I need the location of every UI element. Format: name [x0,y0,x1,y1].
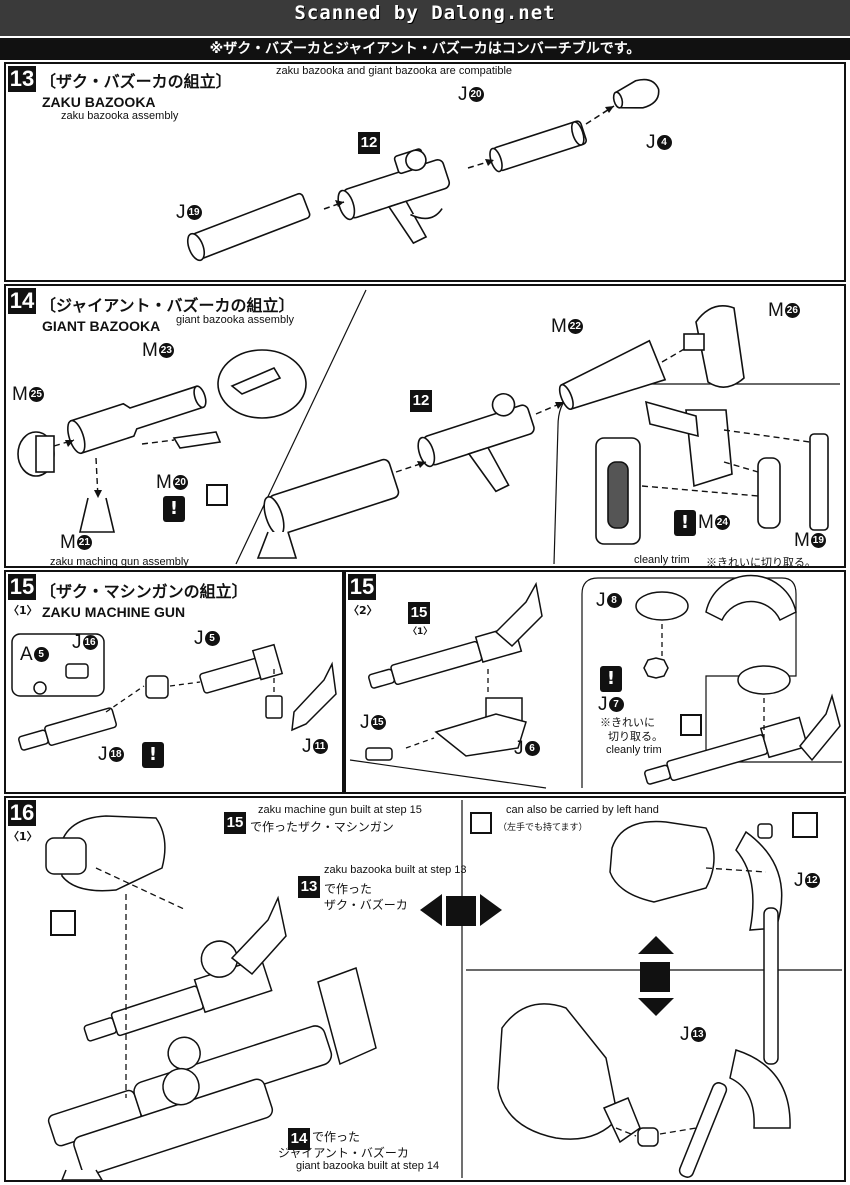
ref-step-13: 13 [298,876,320,898]
step-15-1-illustration [11,633,337,751]
swap-icon [446,896,476,926]
step-16-number: 16 [8,800,36,826]
left-hand-jp: （左手でも持てます） [498,822,588,832]
scan-header: Scanned by Dalong.net [0,0,850,36]
ref-14-jp-1: で作った [312,1130,361,1144]
trim-note-jp: ※きれいに切り取る。 [706,557,816,569]
step-15-2-illustration [349,574,842,789]
warning-icon: ! [600,666,622,692]
step-15-1-number: 15 [8,574,36,600]
step-16-section: 16 〈1〉 15 で作ったザク・マシンガン zaku machine gun … [4,796,846,1182]
step-16-substep: 〈1〉 [8,830,38,843]
step-14-illustration [17,289,840,565]
step-13-compat-annotation: zaku bazooka and giant bazooka are compa… [276,65,513,77]
nipper-icon [206,484,228,506]
step-13-assembly-annotation: zaku bazooka assembly [61,110,179,122]
step-13-illustration [186,78,660,262]
step-13-title-jp: 〔ザク・バズーカの組立〕 [40,72,232,91]
left-hand-icon [470,812,492,834]
step-14-section: 14 〔ジャイアント・バズーカの組立〕 GIANT BAZOOKA giant … [4,284,846,569]
subassembly-ref-sub: 〈1〉 [408,627,433,637]
swap-icon-vertical [640,962,670,992]
step-15-2-substep: 〈2〉 [348,604,378,617]
subassembly-ref-12: 12 [410,390,432,412]
step-13-number: 13 [8,66,36,92]
scan-credit: Scanned by Dalong.net [294,2,556,24]
step-15-1-substep: 〈1〉 [8,604,38,617]
step-15-1-title-jp: 〔ザク・マシンガンの組立〕 [40,582,248,601]
ref-13-en: zaku bazooka built at step 13 [324,864,467,876]
ref-step-15: 15 [224,812,246,834]
trim-annotation: cleanly trim [634,554,690,566]
warning-icon: ! [142,742,164,768]
left-hand-en: can also be carried by left hand [506,804,659,816]
step-16-illustration [45,800,842,1180]
subassembly-ref-12: 12 [358,132,380,154]
convertible-note: ※ザク・バズーカとジャイアント・バズーカはコンバーチブルです。 [0,38,850,60]
step-14-title-en: GIANT BAZOOKA [42,318,161,334]
trim-note-jp-1: ※きれいに [600,717,655,729]
warning-icon-m24: ! [674,510,696,536]
step-14-assembly-annotation: giant bazooka assembly [176,314,295,326]
nipper-icon [792,812,818,838]
ref-15-en: zaku machine gun built at step 15 [258,804,422,816]
ref-14-en: giant bazooka built at step 14 [296,1160,440,1172]
nipper-icon [680,714,702,736]
ref-step-14: 14 [288,1128,310,1150]
step-13-section: 13 〔ザク・バズーカの組立〕 zaku bazooka and giant b… [4,62,846,282]
step-14-title-jp: 〔ジャイアント・バズーカの組立〕 [40,296,295,315]
subassembly-ref-15: 15 [408,602,430,624]
warning-icon: ! [163,496,185,522]
trim-note-jp-2: 切り取る。 [608,731,663,743]
ref-13-jp-1: で作った [324,882,373,896]
step-15-2-number: 15 [348,574,376,600]
step-14-number: 14 [8,288,36,314]
ref-14-jp-2: ジャイアント・バズーカ [278,1146,409,1160]
ref-15-jp: で作ったザク・マシンガン [250,820,394,834]
trim-annotation: cleanly trim [606,744,662,756]
step-13-title-en: ZAKU BAZOOKA [42,94,156,110]
hand-swap-icon [50,910,76,936]
gun-assembly-annotation: zaku maching gun assembly [50,556,189,568]
step-15-1-title-en: ZAKU MACHINE GUN [42,604,186,620]
ref-13-jp-2: ザク・バズーカ [324,898,408,912]
